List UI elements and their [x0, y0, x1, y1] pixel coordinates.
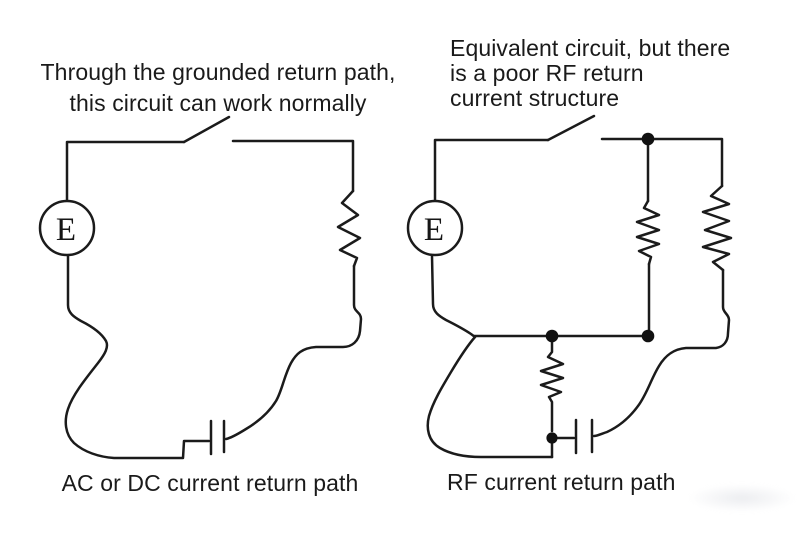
right-return-path-left-lower — [426, 335, 554, 459]
right-circuit-caption: RF current return path — [447, 469, 676, 495]
left-return-path-left — [64, 254, 211, 460]
right-return-path-right — [592, 268, 731, 438]
junction-dot-top — [641, 132, 655, 146]
left-circuit-caption: AC or DC current return path — [61, 470, 359, 496]
right-note-line-2: is a poor RF return — [450, 60, 644, 86]
right-circuit: E — [406, 114, 733, 459]
right-switch-blade — [546, 114, 596, 142]
right-voltage-source-label: E — [424, 212, 444, 248]
right-load-resistor — [701, 184, 733, 272]
right-shunt-resistor — [539, 340, 565, 433]
junction-dot-rail-left — [545, 329, 559, 343]
right-voltage-source-circle — [406, 199, 464, 257]
left-top-right-wire — [231, 139, 355, 193]
right-top-right-wire — [600, 137, 724, 188]
right-note-line-1: Equivalent circuit, but there — [450, 35, 731, 61]
right-mid-resistor — [635, 199, 661, 266]
left-return-path-right — [224, 264, 363, 441]
junction-dot-rail-right — [641, 329, 655, 343]
left-voltage-source-circle — [38, 199, 96, 257]
right-note-line-3: current structure — [450, 85, 620, 111]
watermark-smudge — [688, 484, 796, 512]
left-top-left-wire — [65, 140, 186, 204]
left-circuit: E — [38, 115, 363, 460]
left-note-line-2: this circuit can work normally — [69, 90, 367, 116]
right-circuit-note: Equivalent circuit, but there is a poor … — [450, 36, 730, 111]
junction-dot-capacitor — [546, 432, 558, 444]
left-switch-blade — [182, 115, 231, 144]
right-top-left-wire — [433, 138, 550, 204]
left-note-line-1: Through the grounded return path, — [40, 59, 396, 85]
right-return-path-left-upper — [430, 254, 477, 339]
left-resistor — [336, 189, 362, 268]
left-circuit-note: Through the grounded return path, this c… — [28, 57, 408, 119]
left-voltage-source-label: E — [56, 212, 76, 248]
